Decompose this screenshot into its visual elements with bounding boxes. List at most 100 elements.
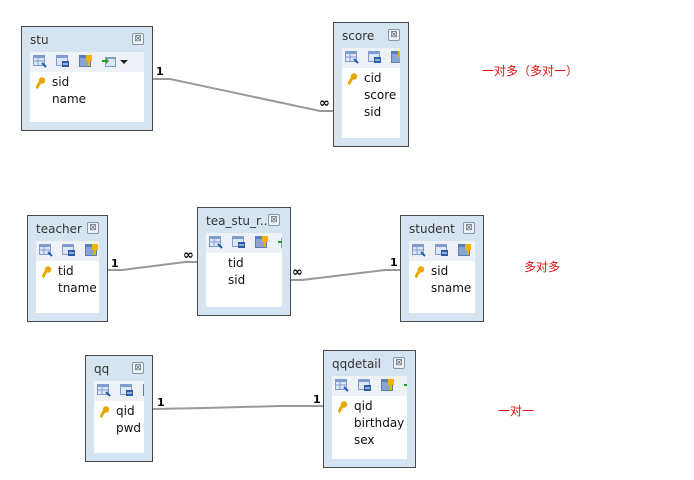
table-toolbar [409, 241, 475, 261]
cardinality-label: 1 [313, 393, 321, 406]
key-icon [36, 77, 46, 89]
key-icon [415, 266, 425, 278]
field-row[interactable]: sname [409, 280, 475, 297]
table-form-icon[interactable] [358, 379, 372, 392]
table-title: tea_stu_r... [206, 214, 272, 228]
edit-table-icon[interactable] [39, 244, 53, 257]
field-row[interactable]: qid [332, 398, 407, 415]
field-name: cid [364, 71, 382, 85]
primary-key-icon[interactable] [85, 244, 99, 257]
field-row[interactable]: tname [36, 280, 99, 297]
field-name: tname [58, 281, 97, 295]
primary-key-icon[interactable] [381, 379, 395, 392]
table-form-icon[interactable] [232, 236, 246, 249]
field-name: sid [364, 105, 382, 119]
table-form-icon[interactable] [56, 55, 70, 68]
dropdown-arrow-icon[interactable] [120, 55, 128, 68]
cardinality-label: 1 [390, 256, 398, 269]
relation-line-student-tea_stu_r[interactable] [291, 269, 400, 281]
close-icon[interactable]: ⊠ [132, 33, 144, 45]
key-icon [42, 266, 52, 278]
edit-table-icon[interactable] [209, 236, 223, 249]
field-name: tid [58, 264, 74, 278]
cardinality-label: 1 [111, 257, 119, 270]
table-score[interactable]: score ⊠ cid score sid [333, 22, 409, 147]
table-toolbar [94, 381, 144, 401]
close-icon[interactable]: ⊠ [393, 357, 405, 369]
field-row[interactable]: sid [409, 263, 475, 280]
table-toolbar [30, 52, 144, 72]
close-icon[interactable]: ⊠ [268, 214, 280, 226]
field-row[interactable]: pwd [94, 420, 144, 437]
field-name: birthday [354, 416, 405, 430]
cardinality-label: 1 [156, 65, 164, 78]
table-title: score [342, 29, 375, 43]
field-name: sid [431, 264, 449, 278]
table-title: qq [94, 362, 110, 376]
table-toolbar [332, 376, 407, 396]
import-icon[interactable] [102, 55, 116, 68]
primary-key-icon[interactable] [391, 51, 400, 64]
close-icon[interactable]: ⊠ [463, 222, 475, 234]
field-row[interactable]: birthday [332, 415, 407, 432]
primary-key-icon[interactable] [79, 55, 93, 68]
field-name: score [364, 88, 397, 102]
relation-line-teacher-tea_stu_r[interactable] [108, 261, 197, 271]
field-row[interactable]: cid [342, 70, 400, 87]
field-row[interactable]: sid [206, 272, 282, 289]
edit-table-icon[interactable] [345, 51, 359, 64]
field-row[interactable]: tid [206, 255, 282, 272]
edit-table-icon[interactable] [335, 379, 349, 392]
field-row[interactable]: tid [36, 263, 99, 280]
primary-key-icon[interactable] [143, 384, 144, 397]
field-row[interactable]: score [342, 87, 400, 104]
field-name: sid [52, 75, 70, 89]
field-name: sid [228, 273, 246, 287]
field-row[interactable]: sid [30, 74, 144, 91]
note-many-to-many: 多对多 [524, 260, 561, 274]
import-icon[interactable] [278, 236, 282, 249]
field-name: tid [228, 256, 244, 270]
table-qq[interactable]: qq ⊠ qid pwd [85, 355, 153, 462]
relation-line-qq-qqdetail[interactable] [152, 405, 323, 410]
relation-line-stu-score[interactable] [153, 78, 333, 112]
table-toolbar [342, 48, 400, 68]
table-form-icon[interactable] [435, 244, 449, 257]
field-row[interactable]: sex [332, 432, 407, 449]
cardinality-label: ∞ [292, 265, 303, 280]
edit-table-icon[interactable] [33, 55, 47, 68]
field-name: qid [354, 399, 373, 413]
note-one-to-one: 一对一 [498, 404, 535, 418]
close-icon[interactable]: ⊠ [132, 362, 144, 374]
cardinality-label: ∞ [319, 96, 330, 111]
table-student[interactable]: student ⊠ sid sname [400, 215, 484, 322]
close-icon[interactable]: ⊠ [388, 29, 400, 41]
field-row[interactable]: sid [342, 104, 400, 121]
table-form-icon[interactable] [62, 244, 76, 257]
field-name: name [52, 92, 87, 106]
field-name: sname [431, 281, 472, 295]
close-icon[interactable]: ⊠ [87, 222, 99, 234]
import-icon[interactable] [404, 379, 407, 392]
table-form-icon[interactable] [368, 51, 382, 64]
field-name: sex [354, 433, 375, 447]
edit-table-icon[interactable] [97, 384, 111, 397]
field-name: pwd [116, 421, 142, 435]
table-tea-stu-r[interactable]: tea_stu_r... ⊠ tid sid [197, 207, 291, 316]
edit-table-icon[interactable] [412, 244, 426, 257]
primary-key-icon[interactable] [458, 244, 472, 257]
note-one-to-many: 一对多（多对一） [482, 64, 579, 78]
table-title: teacher [36, 222, 82, 236]
field-row[interactable]: name [30, 91, 144, 108]
table-form-icon[interactable] [120, 384, 134, 397]
table-qqdetail[interactable]: qqdetail ⊠ qid birthday sex [323, 350, 416, 468]
table-stu[interactable]: stu ⊠ sid name [21, 26, 153, 131]
table-title: stu [30, 33, 49, 47]
table-teacher[interactable]: teacher ⊠ tid tname [27, 215, 108, 322]
primary-key-icon[interactable] [255, 236, 269, 249]
table-toolbar [36, 241, 99, 261]
field-row[interactable]: qid [94, 403, 144, 420]
key-icon [100, 406, 110, 418]
